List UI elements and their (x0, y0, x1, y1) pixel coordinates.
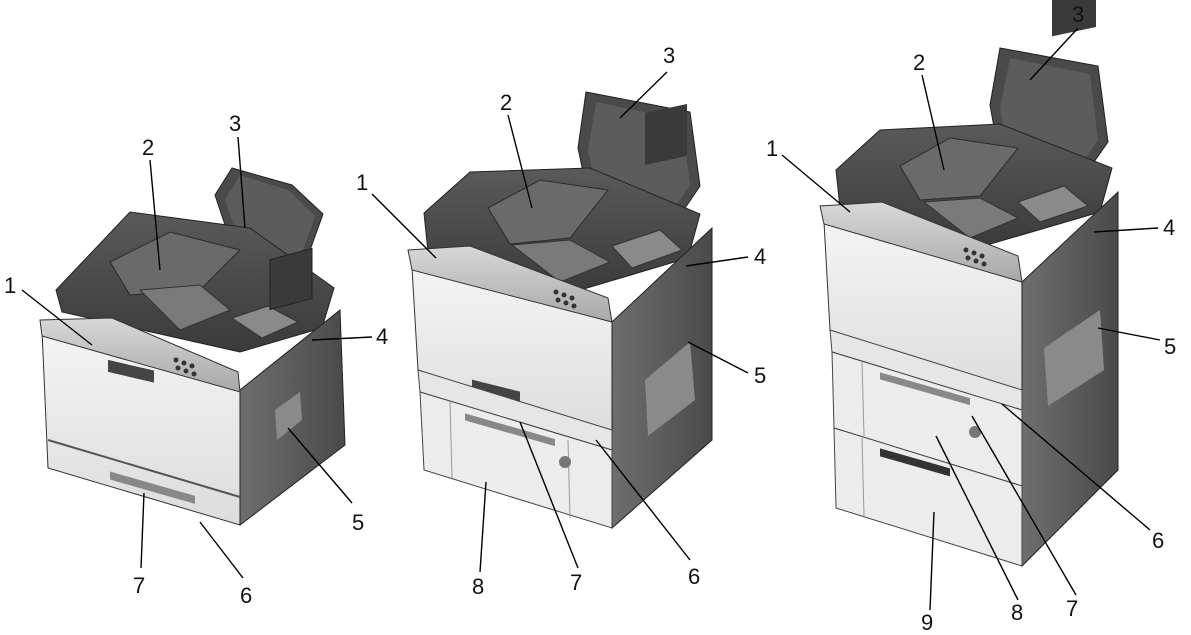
printer-model-c (781, 0, 1161, 611)
callout-a-1: 1 (4, 273, 17, 298)
callout-a-7: 7 (133, 573, 146, 598)
control-panel (407, 245, 613, 323)
callout-b-7: 7 (570, 570, 583, 595)
callout-c-1: 1 (766, 136, 779, 161)
callout-c-9: 9 (921, 610, 934, 635)
callout-b-8: 8 (472, 574, 485, 599)
callout-c-5: 5 (1164, 334, 1177, 359)
callout-c-2: 2 (913, 50, 926, 75)
tray-handle (110, 471, 195, 504)
control-panel (819, 201, 1023, 283)
optional-tray (419, 391, 613, 529)
callout-b-3: 3 (663, 43, 676, 68)
callout-c-8: 8 (1011, 600, 1024, 625)
callout-c-4: 4 (1163, 215, 1176, 240)
callout-c-7: 7 (1066, 596, 1079, 621)
optional-tray-2 (833, 427, 1023, 567)
callout-a-3: 3 (229, 111, 242, 136)
callout-b-5: 5 (754, 363, 767, 388)
callout-c-6: 6 (1152, 528, 1165, 553)
callout-a-2: 2 (142, 135, 155, 160)
callout-b-4: 4 (754, 244, 767, 269)
callout-a-6: 6 (240, 583, 253, 608)
control-panel (39, 317, 241, 393)
printer-model-b (371, 71, 749, 573)
callout-c-3: 3 (1072, 2, 1085, 27)
callout-b-2: 2 (500, 90, 513, 115)
callout-b-1: 1 (356, 170, 369, 195)
callout-a-4: 4 (376, 324, 389, 349)
callout-a-5: 5 (352, 510, 365, 535)
printer-model-a (21, 136, 373, 579)
callout-b-6: 6 (688, 564, 701, 589)
